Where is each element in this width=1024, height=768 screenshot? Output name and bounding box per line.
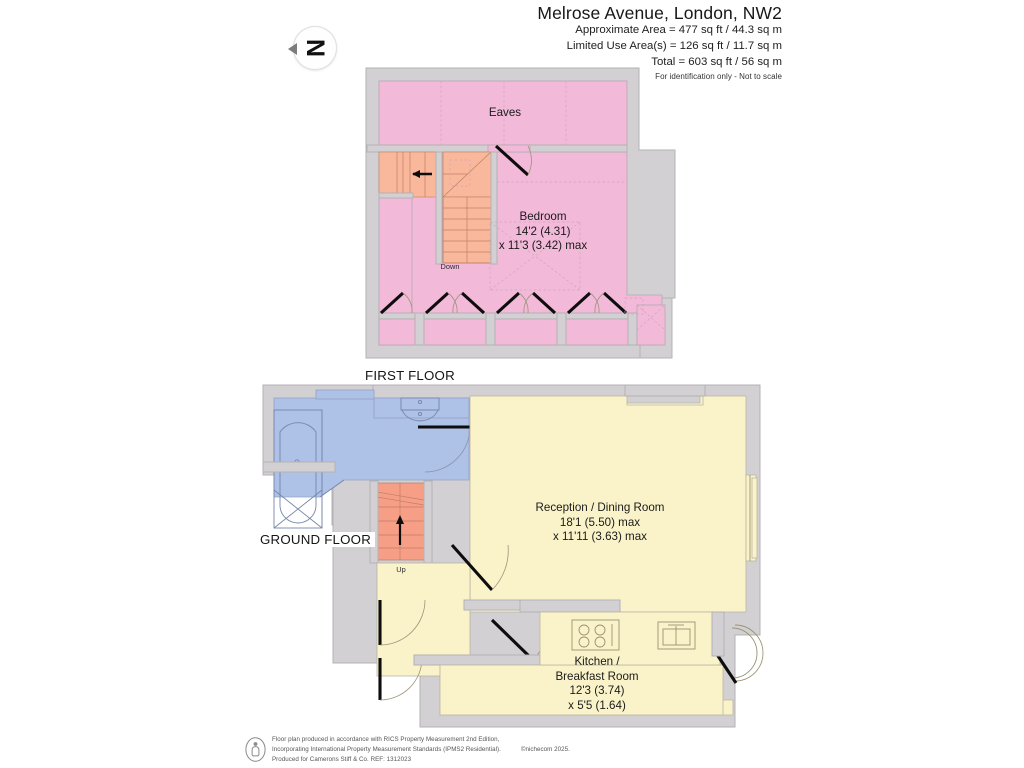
- page-title: Melrose Avenue, London, NW2: [537, 3, 782, 23]
- room-reception-body: [469, 395, 747, 613]
- compass-ring: [294, 27, 336, 69]
- reception-top-nib: [624, 384, 706, 397]
- stair-partition-wall-right: [490, 151, 498, 265]
- door-eaves-bedroom: [494, 144, 532, 177]
- ground-floor-plan: GROUND FLOOR: [262, 384, 764, 728]
- total-area-text: Total = 603 sq ft / 56 sq m: [651, 55, 782, 68]
- ground-floor-caption: GROUND FLOOR: [260, 532, 375, 547]
- plan-header: Melrose Avenue, London, NW2 Approximate …: [242, 0, 782, 81]
- reception-kitchen-wall: [519, 599, 621, 613]
- rear-door-kitchen: [714, 624, 764, 684]
- first-floor-caption: FIRST FLOOR: [365, 368, 459, 383]
- door-bathroom: [418, 425, 471, 473]
- scale-disclaimer: For identification only - Not to scale: [655, 72, 782, 82]
- limited-use-area-text: Limited Use Area(s) = 126 sq ft / 11.7 s…: [566, 39, 782, 52]
- north-compass: N: [288, 27, 336, 75]
- french-door-right: [745, 474, 758, 562]
- approx-area-text: Approximate Area = 477 sq ft / 44.3 sq m: [575, 24, 782, 37]
- footer-line-1: Floor plan produced in accordance with R…: [272, 736, 500, 743]
- compass-pointer-icon: [288, 43, 297, 55]
- door-hall-front: [378, 599, 426, 646]
- stair-label-up: Up: [396, 565, 406, 574]
- bedroom-right-bay: [636, 304, 666, 346]
- footer-line-3: Produced for Camerons Stiff & Co. REF: 1…: [272, 756, 412, 764]
- first-floor-plan: FIRST FLOOR: [365, 67, 676, 359]
- staircase-down: [378, 151, 492, 264]
- sink-basin-fixture: [400, 397, 440, 422]
- stair-winder-block: [378, 151, 492, 198]
- footer-text-block: Floor plan produced in accordance with R…: [272, 735, 570, 765]
- eaves-joist-guides: [440, 81, 567, 145]
- eaves-doorway-gap: [487, 144, 531, 153]
- stair-partition-wall: [435, 151, 443, 265]
- lower-hall-wall: [413, 654, 541, 666]
- first-floor-dormer-windows: [378, 291, 638, 346]
- kitchen-upper-strip: [539, 611, 721, 666]
- room-kitchen-body: [439, 664, 724, 716]
- north-letter: N: [301, 38, 330, 58]
- bathroom-bottom-wall: [262, 461, 336, 473]
- kitchen-sink-fixture: [657, 621, 696, 650]
- stair-direction-arrow-down: [412, 170, 432, 178]
- hob-fixture: [571, 619, 620, 651]
- stair-label-down: Down: [440, 262, 460, 271]
- stair-direction-arrow-up: [396, 515, 404, 545]
- room-eaves-fill: [378, 80, 628, 146]
- kitchen-right-wall: [711, 611, 725, 657]
- stair-right-wall: [423, 480, 433, 564]
- footer-copyright: ©nichecom 2025.: [520, 746, 570, 754]
- bedroom-right-bay-guides: [624, 297, 666, 331]
- footer-line-2: Incorporating International Property Mea…: [272, 746, 501, 754]
- stair-newel-guides: [449, 159, 471, 187]
- staircase-up: [376, 482, 425, 561]
- hall-kitchen-wall: [463, 599, 521, 611]
- plan-footer: Floor plan produced in accordance with R…: [245, 735, 805, 767]
- landing-wall-stub: [378, 192, 414, 199]
- stair-left-wall: [369, 480, 379, 564]
- footer-line-2-wrap: Incorporating International Property Mea…: [272, 745, 570, 755]
- door-hall-lower: [378, 657, 423, 701]
- person-info-icon: [245, 737, 266, 762]
- door-hall-reception: [450, 543, 509, 592]
